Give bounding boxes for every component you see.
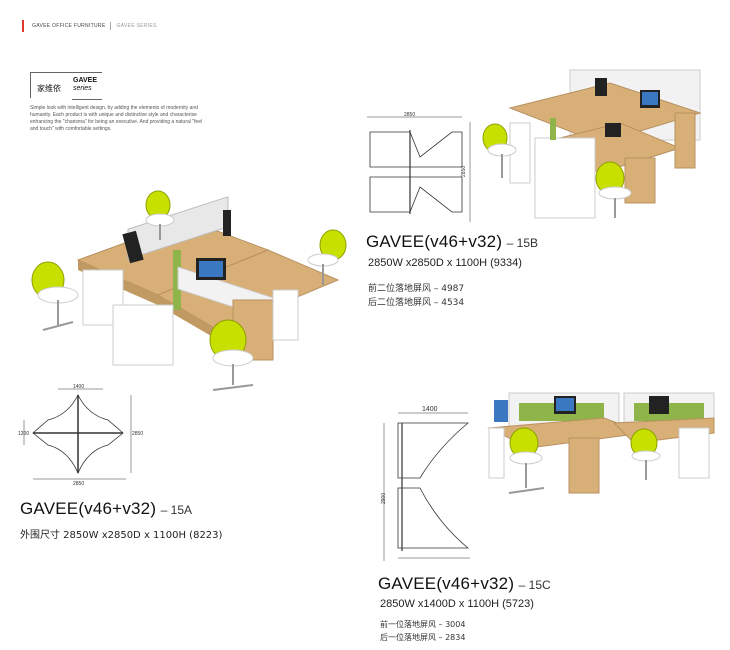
header-divider	[110, 22, 112, 30]
product-15b-note-2: 后二位落地屏风 – 4534	[368, 298, 465, 308]
brand-description: Simple look with intelligent design, by …	[30, 105, 203, 132]
brand-name-en: GAVEE	[73, 77, 97, 84]
product-15b-suffix: – 15B	[506, 236, 538, 250]
brand-name-series: series	[73, 85, 92, 92]
product-15c-note-2: 后一位落地屏风 – 2834	[380, 633, 466, 642]
drawing-15a-right: 2850	[132, 431, 143, 437]
product-15b-drawing: 2850 2850	[362, 112, 477, 227]
brand-logo-frame: 家维依 GAVEE series	[30, 72, 102, 100]
product-15b-image	[470, 68, 710, 228]
drawing-15a-left: 1200	[18, 431, 29, 437]
drawing-15c-left: 2900	[381, 493, 387, 504]
product-15a-title: GAVEE(v46+v32) – 15A	[20, 499, 192, 519]
product-15c-drawing: 1400 2900	[378, 403, 478, 568]
product-15c-model: GAVEE(v46+v32)	[378, 574, 515, 593]
product-15b-model: GAVEE(v46+v32)	[366, 232, 503, 251]
header-brand: GAVEE OFFICE FURNITURE	[32, 23, 106, 29]
product-15a-model: GAVEE(v46+v32)	[20, 499, 157, 518]
product-15a-dims: 外围尺寸 2850W x2850D x 1100H (8223)	[20, 530, 223, 541]
header-accent-bar	[22, 20, 24, 32]
product-15b-note-1: 前二位落地屏风 – 4987	[368, 284, 465, 294]
product-15a-image	[18, 180, 358, 410]
product-15c-image	[484, 388, 720, 503]
chair-icon	[31, 261, 79, 331]
page-header: GAVEE OFFICE FURNITURE GAVEE SERIES	[22, 20, 157, 32]
header-series: GAVEE SERIES	[116, 23, 157, 29]
product-15c-note-1: 前一位落地屏风 – 3004	[380, 620, 466, 629]
drawing-15a-bottom: 2850	[73, 481, 84, 487]
drawing-15a-top: 1400	[73, 384, 84, 390]
product-15c-dims: 2850W x1400D x 1100H (5723)	[380, 598, 534, 610]
product-15b-title: GAVEE(v46+v32) – 15B	[366, 232, 538, 252]
product-15a-drawing: 1400 1200 2850 2850	[18, 384, 143, 487]
drawing-15b-top: 2850	[404, 112, 415, 118]
drawing-15b-right: 2850	[461, 166, 467, 177]
drawing-15c-top: 1400	[422, 406, 438, 413]
brand-name-cn: 家维依	[37, 84, 61, 93]
product-15c-suffix: – 15C	[518, 578, 551, 592]
product-15b-dims: 2850W x2850D x 1100H (9334)	[368, 257, 522, 269]
product-15c-title: GAVEE(v46+v32) – 15C	[378, 574, 551, 594]
product-15a-suffix: – 15A	[160, 503, 192, 517]
brand-block: 家维依 GAVEE series Simple look with intell…	[30, 72, 210, 133]
